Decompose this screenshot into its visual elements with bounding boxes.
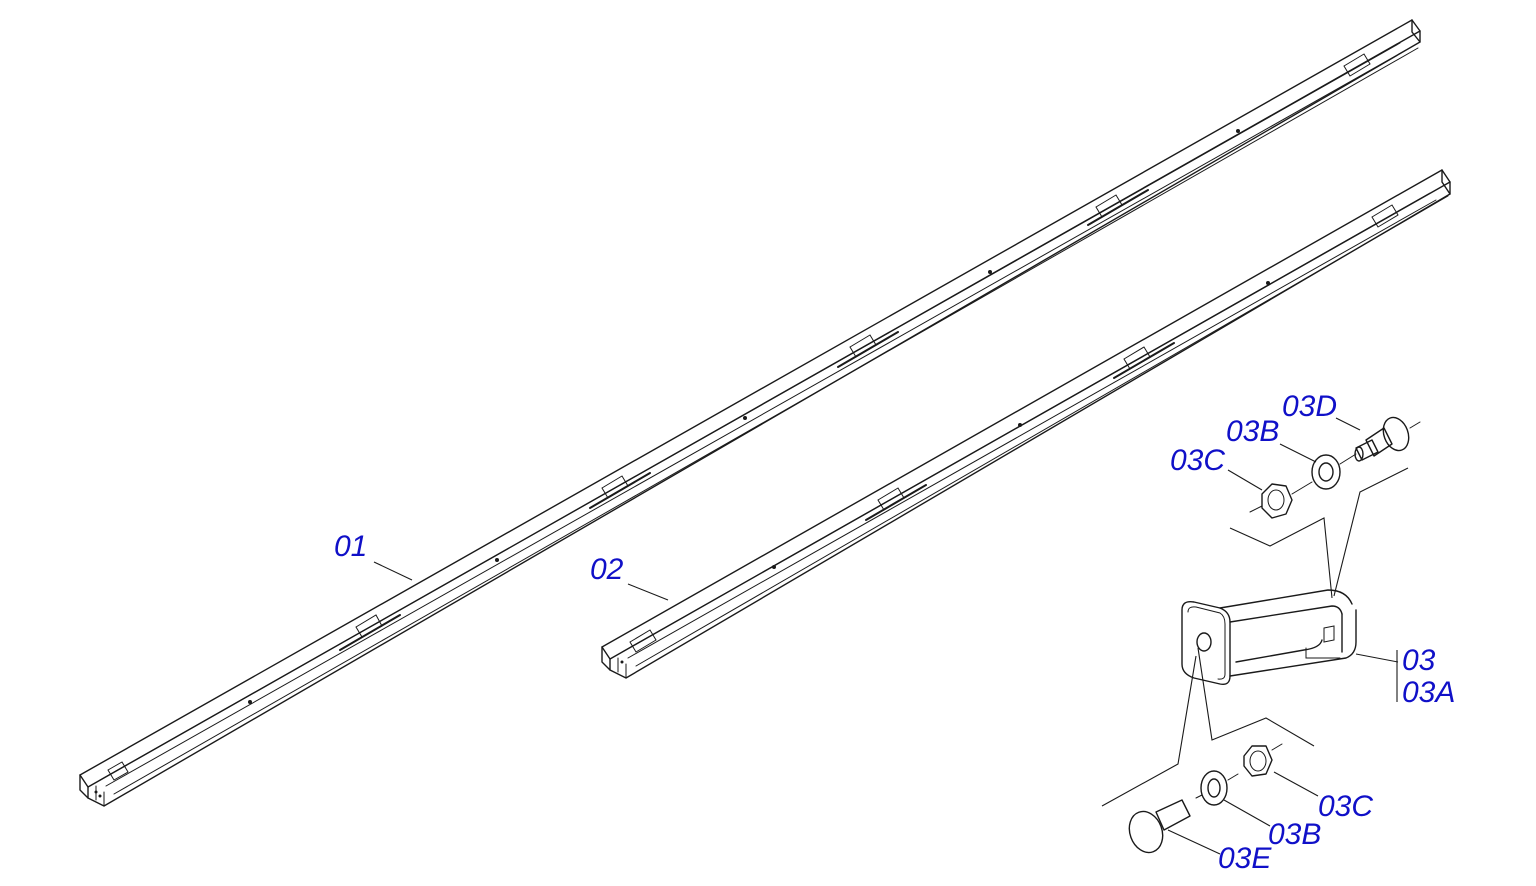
fasteners-bottom — [1101, 647, 1315, 854]
label-03a: 03A — [1402, 676, 1455, 709]
leader-lines — [373, 417, 1399, 855]
rail-01 — [79, 19, 1421, 807]
label-03c-bottom: 03C — [1318, 790, 1373, 823]
fasteners-top — [1229, 416, 1421, 599]
label-02: 02 — [590, 553, 624, 586]
part-labels: 01 02 03 03A 03D 03B 03C 03C 03B 03E — [334, 390, 1455, 875]
label-03c-top: 03C — [1170, 444, 1225, 477]
label-03b-top: 03B — [1226, 415, 1279, 448]
label-03b-bottom: 03B — [1268, 818, 1321, 851]
label-03: 03 — [1402, 644, 1436, 677]
label-03d: 03D — [1282, 390, 1337, 423]
bracket-03 — [1181, 589, 1357, 686]
label-03e: 03E — [1218, 842, 1272, 875]
rail-02 — [601, 169, 1451, 679]
label-01: 01 — [334, 530, 367, 563]
